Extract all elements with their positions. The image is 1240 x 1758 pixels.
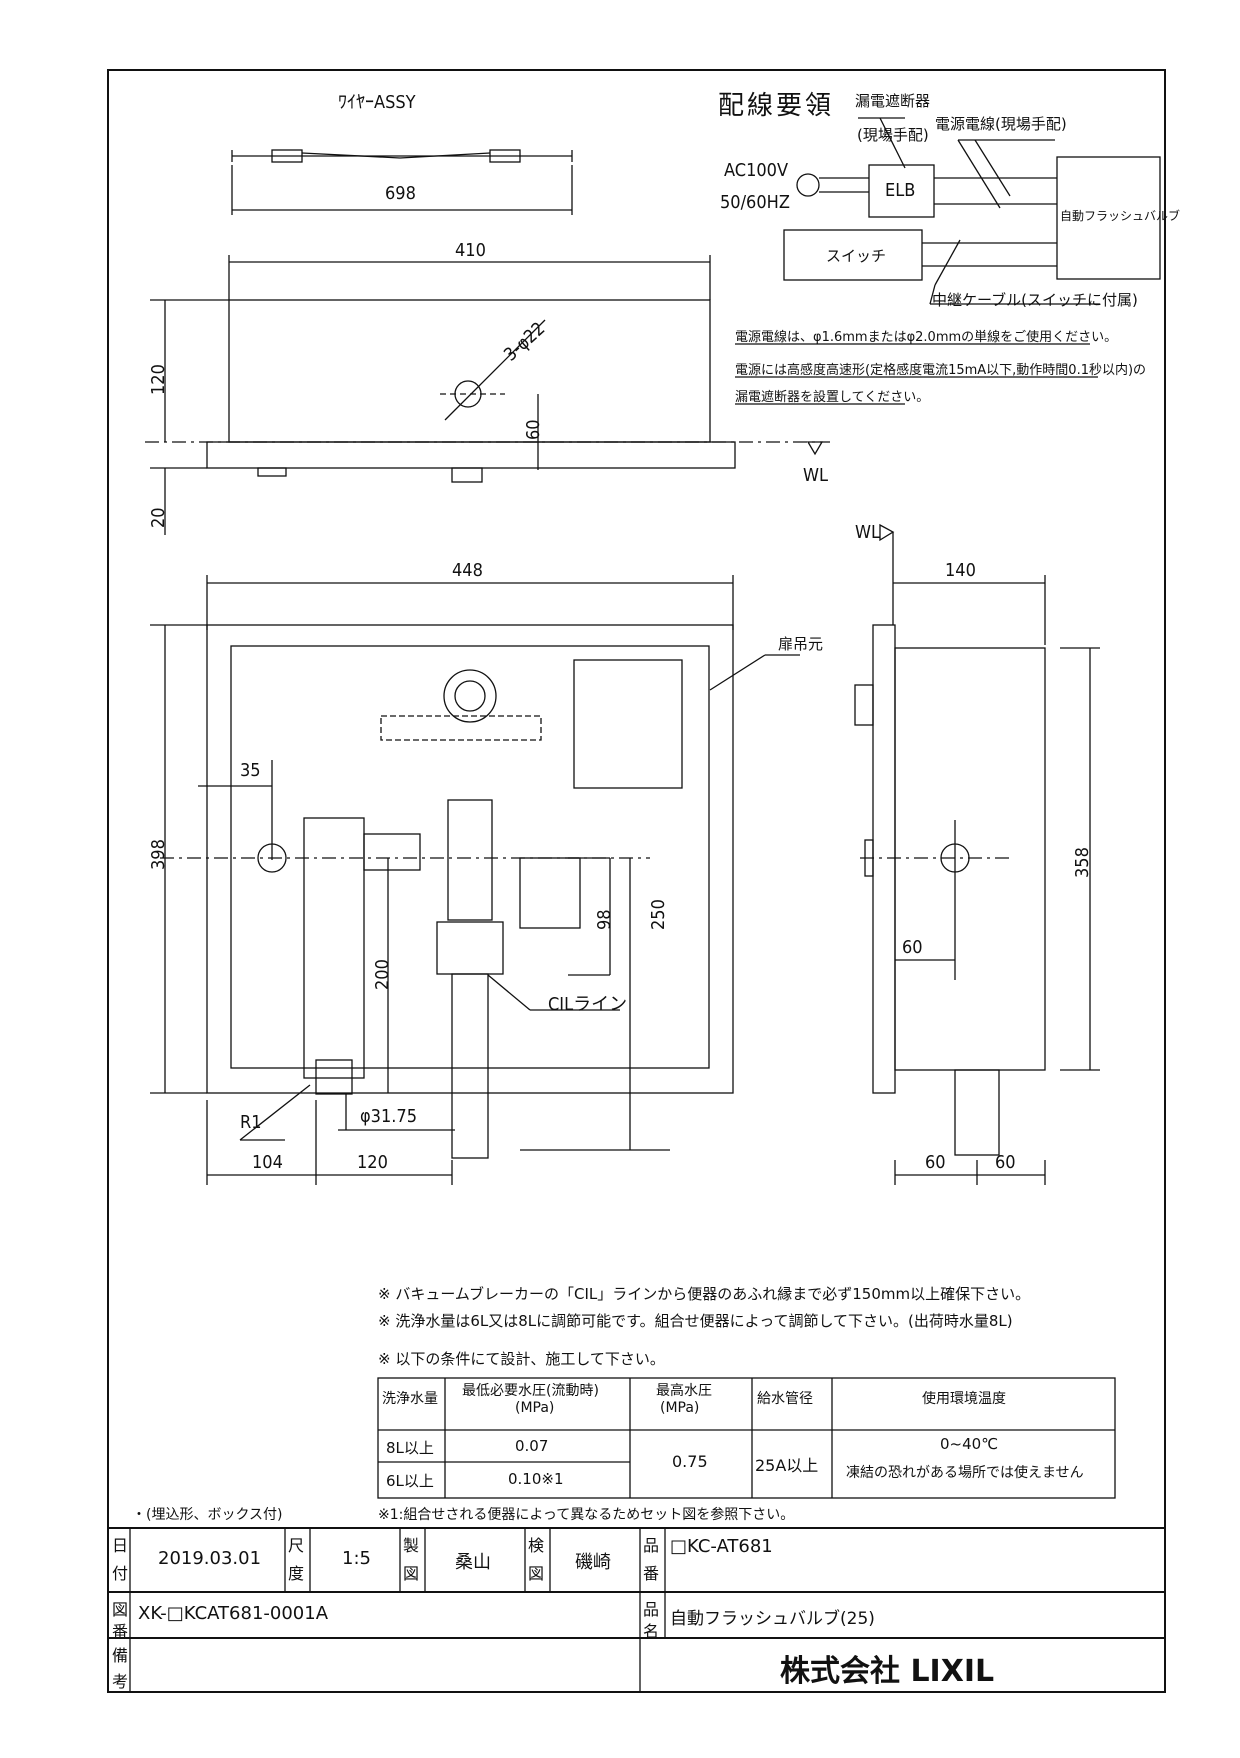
top-wl-label: WL bbox=[803, 465, 829, 486]
row-min-pressure: 0.07 bbox=[515, 1437, 549, 1455]
wiring-note-2: 電源には高感度高速形(定格感度電流15mA以下,動作時間0.1秒以内)の bbox=[735, 363, 1147, 378]
side-dim-60c: 60 bbox=[995, 1152, 1016, 1173]
side-view-drawing bbox=[854, 523, 1100, 1185]
front-view-drawing bbox=[150, 575, 800, 1185]
note-line: ※ 以下の条件にて設計、施工して下さい。 bbox=[378, 1350, 665, 1368]
th-min-pressure: 最低必要水圧(流動時) bbox=[462, 1383, 599, 1399]
table-footnote: ※1:組合せされる便器によって異なるためセット図を参照下さい。 bbox=[378, 1507, 795, 1523]
switch-label: スイッチ bbox=[826, 247, 887, 265]
tb-label: 図 bbox=[403, 1564, 420, 1583]
tb-drawn: 桑山 bbox=[455, 1552, 491, 1573]
tb-label: 製 bbox=[403, 1536, 420, 1555]
tb-label: 図 bbox=[528, 1564, 545, 1583]
tb-label: 名 bbox=[643, 1622, 660, 1641]
top-width-label: 410 bbox=[455, 240, 486, 261]
tb-label: 検 bbox=[528, 1536, 545, 1555]
elb-label: ELB bbox=[885, 180, 916, 201]
tb-label: 付 bbox=[112, 1564, 129, 1583]
breaker-sub-label: (現場手配) bbox=[857, 126, 929, 144]
row-volume: 6L以上 bbox=[386, 1472, 434, 1490]
r1-label: R1 bbox=[240, 1112, 262, 1133]
top-height-label: 120 bbox=[148, 364, 169, 395]
company-name: 株式会社 LIXIL bbox=[780, 1654, 995, 1689]
tb-label: 度 bbox=[288, 1564, 305, 1583]
tb-label: 考 bbox=[112, 1672, 129, 1691]
top-offset-label: 60 bbox=[523, 419, 544, 440]
dim-200-label: 200 bbox=[372, 959, 393, 990]
sheet-border bbox=[107, 69, 1166, 1693]
valve-label: 自動フラッシュバルブ bbox=[1060, 209, 1181, 223]
row-min-pressure: 0.10※1 bbox=[508, 1470, 564, 1488]
th-min-unit: (MPa) bbox=[515, 1400, 555, 1416]
tb-part-number: □KC-AT681 bbox=[670, 1536, 773, 1557]
breaker-label: 漏電遮断器 bbox=[855, 92, 931, 110]
th-pipe: 給水管径 bbox=[757, 1391, 813, 1407]
th-volume: 洗浄水量 bbox=[382, 1391, 438, 1407]
tb-scale: 1:5 bbox=[342, 1548, 371, 1569]
tb-label: 日 bbox=[112, 1536, 129, 1555]
tb-date: 2019.03.01 bbox=[158, 1548, 262, 1569]
type-label: ・(埋込形、ボックス付) bbox=[132, 1507, 283, 1523]
tb-label: 番 bbox=[112, 1622, 129, 1641]
side-dim-60a: 60 bbox=[902, 937, 923, 958]
wire-assy-drawing bbox=[231, 149, 573, 215]
pipe-size-value: 25A以上 bbox=[755, 1456, 819, 1475]
note-line: ※ バキュームブレーカーの「CIL」ラインから便器のあふれ縁まで必ず150mm以… bbox=[378, 1285, 1031, 1303]
cable-label: 中継ケーブル(スイッチに付属) bbox=[932, 291, 1138, 309]
temp-value: 0~40℃ bbox=[940, 1435, 999, 1453]
note-line: ※ 洗浄水量は6L又は8Lに調節可能です。組合せ便器によって調節して下さい。(出… bbox=[378, 1312, 1013, 1330]
hinge-label: 扉吊元 bbox=[778, 635, 824, 653]
wiring-title: 配線要領 bbox=[718, 91, 835, 121]
tb-label: 図 bbox=[112, 1600, 129, 1619]
tb-label: 尺 bbox=[288, 1536, 305, 1555]
side-wl-label: WL bbox=[855, 522, 881, 543]
tb-product-name: 自動フラッシュバルブ(25) bbox=[670, 1609, 875, 1629]
hz-label: 50/60HZ bbox=[720, 192, 790, 213]
title-block-lines bbox=[108, 1527, 1165, 1692]
tb-checked: 磯崎 bbox=[575, 1552, 611, 1573]
th-max-unit: (MPa) bbox=[660, 1400, 700, 1416]
wire-length-label: 698 bbox=[385, 183, 416, 204]
front-width-label: 448 bbox=[452, 560, 483, 581]
tb-label: 番 bbox=[643, 1564, 660, 1583]
dim-98-label: 98 bbox=[594, 909, 615, 930]
wiring-diagram bbox=[735, 117, 1161, 405]
cil-label: CILライン bbox=[548, 994, 628, 1015]
th-temp: 使用環境温度 bbox=[922, 1391, 1006, 1407]
top-view-drawing bbox=[145, 255, 830, 535]
left-offset-label: 35 bbox=[240, 760, 261, 781]
dim-250-label: 250 bbox=[648, 899, 669, 930]
pipe-label: φ31.75 bbox=[360, 1106, 418, 1127]
ac-label: AC100V bbox=[724, 160, 789, 181]
side-dim-60b: 60 bbox=[925, 1152, 946, 1173]
tb-drawing-number: XK-□KCAT681-0001A bbox=[138, 1603, 329, 1624]
wiring-note-3: 漏電遮断器を設置してください。 bbox=[735, 390, 930, 405]
top-depth-label: 20 bbox=[148, 507, 169, 528]
wiring-note-1: 電源電線は、φ1.6mmまたはφ2.0mmの単線をご使用ください。 bbox=[735, 330, 1118, 345]
side-height-label: 358 bbox=[1072, 847, 1093, 878]
dim-120-label: 120 bbox=[357, 1152, 388, 1173]
th-max-pressure: 最高水圧 bbox=[656, 1383, 712, 1399]
tb-label: 備 bbox=[112, 1646, 129, 1665]
temp-note: 凍結の恐れがある場所では使えません bbox=[846, 1465, 1084, 1481]
tb-label: 品 bbox=[643, 1536, 660, 1555]
dim-104-label: 104 bbox=[252, 1152, 283, 1173]
spec-table-lines bbox=[377, 1377, 1116, 1499]
row-volume: 8L以上 bbox=[386, 1439, 434, 1457]
side-width-label: 140 bbox=[945, 560, 976, 581]
tb-label: 品 bbox=[643, 1600, 660, 1619]
max-pressure-value: 0.75 bbox=[672, 1452, 708, 1471]
power-wire-label: 電源電線(現場手配) bbox=[935, 115, 1067, 133]
wire-assy-title: ﾜｲﾔｰASSY bbox=[338, 92, 416, 113]
front-height-label: 398 bbox=[148, 839, 169, 870]
